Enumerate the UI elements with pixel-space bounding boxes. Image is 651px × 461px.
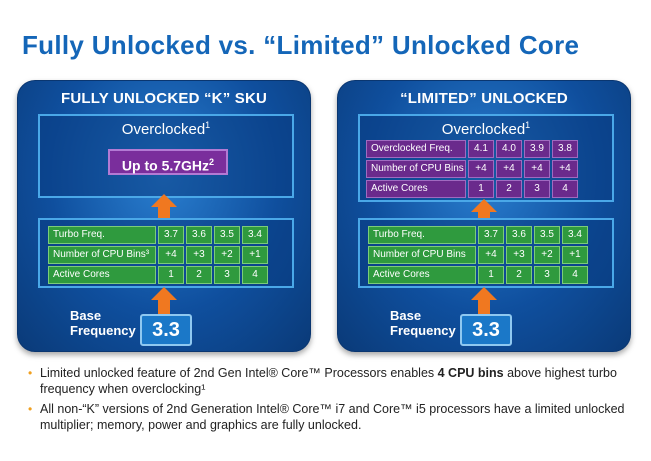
arrow-head-icon xyxy=(151,287,177,300)
table-cell: +3 xyxy=(186,246,212,264)
bullet-item: •Limited unlocked feature of 2nd Gen Int… xyxy=(28,366,617,396)
table-cell: 3.4 xyxy=(242,226,268,244)
table-cell: 4.0 xyxy=(496,140,522,158)
table-cell: 3.6 xyxy=(186,226,212,244)
turbo-table: Turbo Freq. 3.7 3.6 3.5 3.4 Number of CP… xyxy=(368,226,588,284)
table-cell: 1 xyxy=(468,180,494,198)
table-cell: +4 xyxy=(158,246,184,264)
table-cell: 3.7 xyxy=(158,226,184,244)
table-cell: 2 xyxy=(186,266,212,284)
table-cell: +4 xyxy=(524,160,550,178)
footnote-marker: 1 xyxy=(525,120,531,130)
table-cell: +4 xyxy=(552,160,578,178)
panel-header: “LIMITED” UNLOCKED xyxy=(400,90,568,107)
table-cell: 2 xyxy=(496,180,522,198)
table-cell: 4 xyxy=(562,266,588,284)
footnote-marker: 2 xyxy=(209,157,215,167)
arrow-up-icon xyxy=(478,300,490,316)
table-cell: 3.4 xyxy=(562,226,588,244)
footnote-marker: 1 xyxy=(205,120,211,130)
overclocked-label: Overclocked1 xyxy=(441,120,531,138)
table-cell: 3 xyxy=(534,266,560,284)
arrow-up-icon xyxy=(158,207,170,218)
turbo-frequency-box: Turbo Freq. 3.7 3.6 3.5 3.4 Number of CP… xyxy=(358,218,614,288)
arrow-head-icon xyxy=(471,287,497,300)
row-label: Number of CPU Bins xyxy=(366,160,466,178)
table-cell: 1 xyxy=(478,266,504,284)
row-label: Turbo Freq. xyxy=(368,226,476,244)
table-cell: +2 xyxy=(534,246,560,264)
table-cell: 1 xyxy=(158,266,184,284)
table-cell: 2 xyxy=(506,266,532,284)
arrow-head-icon xyxy=(151,194,177,207)
row-label: Number of CPU Bins³ xyxy=(48,246,156,264)
table-cell: 3.5 xyxy=(534,226,560,244)
row-label: Active Cores xyxy=(48,266,156,284)
turbo-frequency-box: Turbo Freq. 3.7 3.6 3.5 3.4 Number of CP… xyxy=(38,218,294,288)
base-frequency-value: 3.3 xyxy=(460,314,512,346)
table-cell: +2 xyxy=(214,246,240,264)
table-cell: 3.9 xyxy=(524,140,550,158)
bullet-item: •All non-“K” versions of 2nd Generation … xyxy=(28,402,625,432)
page-title: Fully Unlocked vs. “Limited” Unlocked Co… xyxy=(22,30,580,60)
row-label: Number of CPU Bins xyxy=(368,246,476,264)
bullet-dot-icon: • xyxy=(28,402,33,416)
table-cell: +1 xyxy=(562,246,588,264)
bullet-list: •Limited unlocked feature of 2nd Gen Int… xyxy=(28,365,638,437)
table-cell: +4 xyxy=(468,160,494,178)
table-cell: +4 xyxy=(478,246,504,264)
turbo-table: Turbo Freq. 3.7 3.6 3.5 3.4 Number of CP… xyxy=(48,226,268,284)
base-frequency-label: Base Frequency xyxy=(70,308,136,338)
row-label: Turbo Freq. xyxy=(48,226,156,244)
limited-unlocked-panel: “LIMITED” UNLOCKED Overclocked1 Overcloc… xyxy=(337,80,631,352)
table-cell: +1 xyxy=(242,246,268,264)
table-cell: 3 xyxy=(214,266,240,284)
overclocked-label: Overclocked1 xyxy=(121,120,211,138)
table-cell: 3.7 xyxy=(478,226,504,244)
table-cell: 4.1 xyxy=(468,140,494,158)
table-cell: +3 xyxy=(506,246,532,264)
row-label: Overclocked Freq. xyxy=(366,140,466,158)
table-cell: 4 xyxy=(242,266,268,284)
overclocked-box: Overclocked1 Up to 5.7GHz2 xyxy=(38,114,294,198)
overclocked-box: Overclocked1 Overclocked Freq. 4.1 4.0 3… xyxy=(358,114,614,202)
row-label: Active Cores xyxy=(366,180,466,198)
table-cell: 3.6 xyxy=(506,226,532,244)
arrow-head-icon xyxy=(471,199,497,212)
panel-header: FULLY UNLOCKED “K” SKU xyxy=(60,90,268,107)
arrow-up-icon xyxy=(478,211,490,218)
fully-unlocked-panel: FULLY UNLOCKED “K” SKU Overclocked1 Up t… xyxy=(17,80,311,352)
base-frequency-value: 3.3 xyxy=(140,314,192,346)
overclock-table: Overclocked Freq. 4.1 4.0 3.9 3.8 Number… xyxy=(366,140,578,198)
max-overclock-frequency: Up to 5.7GHz2 xyxy=(108,149,228,175)
table-cell: 4 xyxy=(552,180,578,198)
bullet-dot-icon: • xyxy=(28,366,33,380)
row-label: Active Cores xyxy=(368,266,476,284)
table-cell: 3 xyxy=(524,180,550,198)
table-cell: 3.5 xyxy=(214,226,240,244)
table-cell: 3.8 xyxy=(552,140,578,158)
table-cell: +4 xyxy=(496,160,522,178)
base-frequency-label: Base Frequency xyxy=(390,308,456,338)
arrow-up-icon xyxy=(158,300,170,316)
